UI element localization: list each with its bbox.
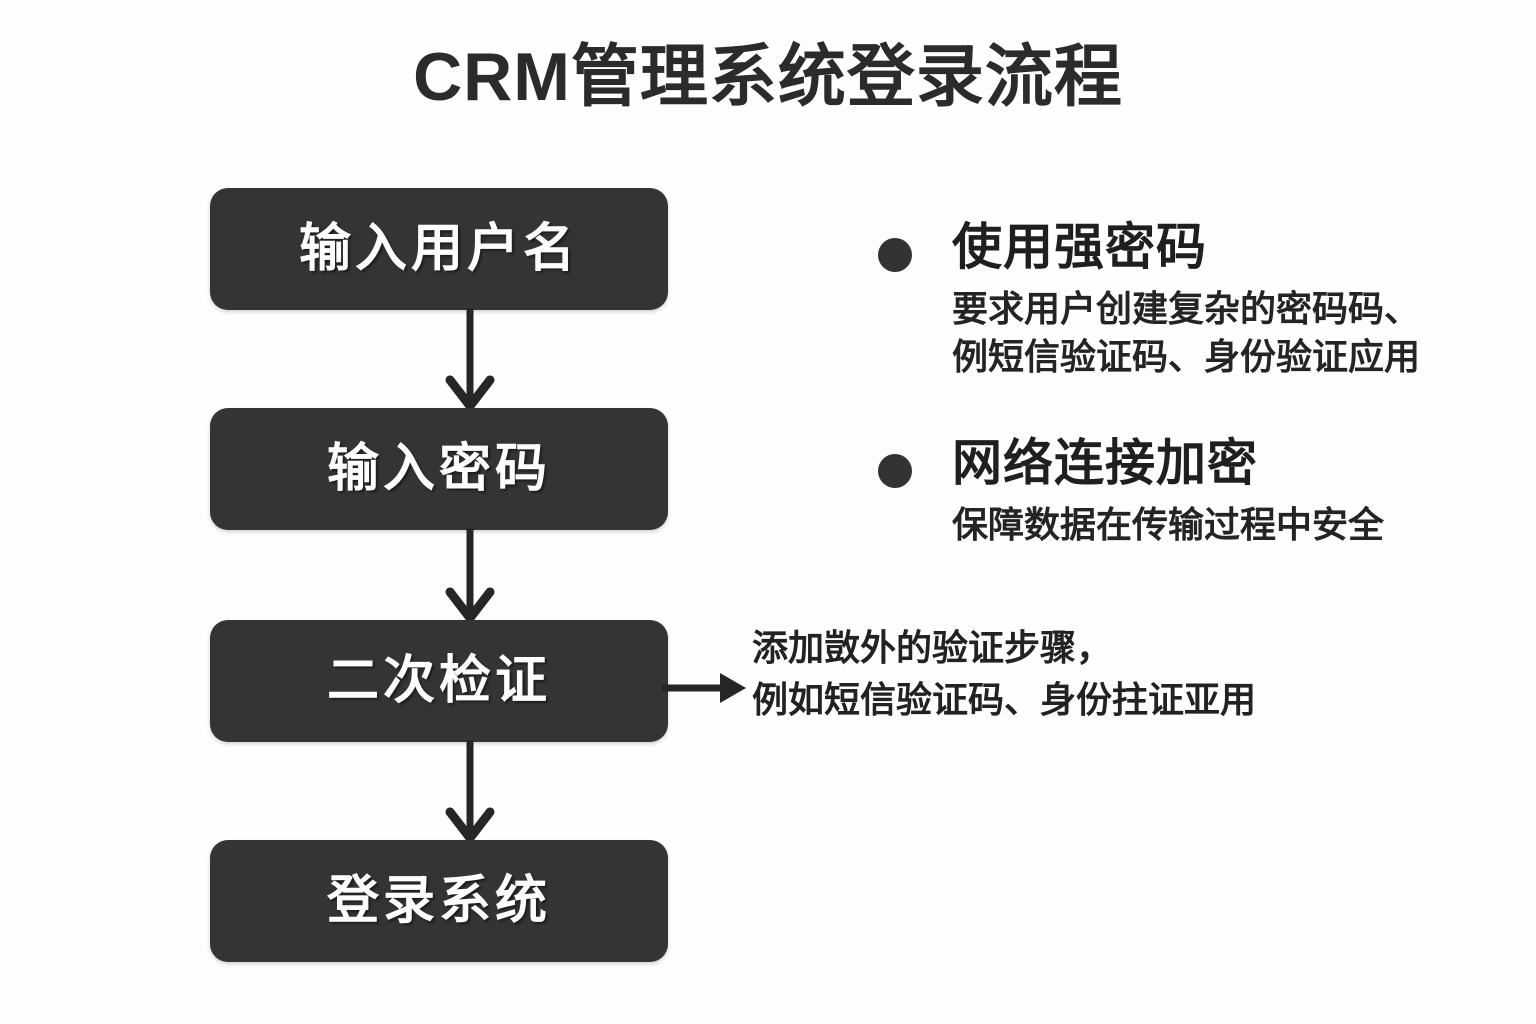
- flow-step-label-3: 二次检证: [326, 652, 551, 710]
- flow-step-box-2[interactable]: 输入密码: [210, 408, 668, 530]
- note-bullet-heading-1: 使用强密码: [952, 219, 1207, 275]
- bullet-dot-icon: [878, 238, 912, 272]
- flow-step-label-1: 输入用户名: [298, 220, 579, 278]
- step-annotation-line-1: 添加敳外的验证步骤，: [752, 627, 1113, 668]
- arrow-down-icon-2: [432, 528, 508, 624]
- flow-step-box-4[interactable]: 登录系统: [210, 840, 668, 962]
- step-annotation-line-2: 例如短信验证码、身份拄证亚用: [752, 679, 1257, 721]
- note-bullet-body-line-1b: 例短信验证码、身份验证应用: [952, 336, 1421, 378]
- note-bullet-heading-2: 网络连接加密: [952, 435, 1258, 492]
- flow-step-label-4: 登录系统: [326, 872, 551, 930]
- flow-step-box-1[interactable]: 输入用户名: [210, 188, 668, 310]
- flow-step-label-2: 输入密码: [326, 440, 551, 498]
- arrow-right-icon: [662, 660, 748, 716]
- note-bullet-1: 使用强密码 要求用户创建复杂的密码码、 例短信验证码、身份验证应用: [878, 216, 1488, 382]
- note-bullet-2: 网络连接加密 保障数据在传输过程中安全: [878, 432, 1488, 549]
- arrow-down-icon-3: [432, 740, 508, 844]
- notes-column: 使用强密码 要求用户创建复杂的密码码、 例短信验证码、身份验证应用 网络连接加密…: [878, 216, 1488, 580]
- step-annotation: 添加敳外的验证步骤， 例如短信验证码、身份拄证亚用: [752, 622, 1352, 726]
- note-bullet-body-line-2a: 保障数据在传输过程中安全: [952, 503, 1385, 545]
- bullet-dot-icon: [878, 454, 912, 489]
- page-title: CRM管理系统登录流程: [413, 39, 1123, 115]
- note-bullet-body-line-1a: 要求用户创建复杂的密码码、: [952, 287, 1421, 329]
- arrow-down-icon-1: [432, 308, 508, 412]
- flow-step-box-3[interactable]: 二次检证: [210, 620, 668, 742]
